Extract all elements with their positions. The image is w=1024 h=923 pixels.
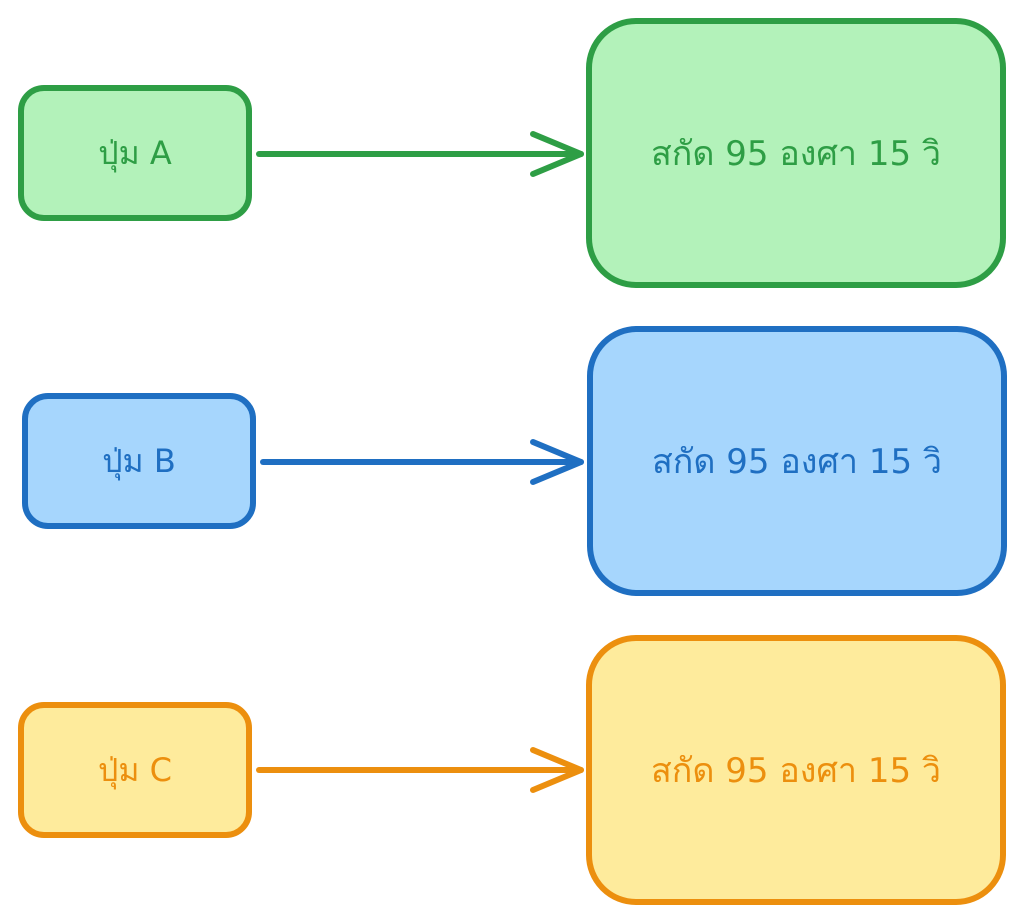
button-node-c: ปุ่ม C — [18, 702, 252, 838]
result-node-c: สกัด 95 องศา 15 วิ — [586, 635, 1006, 905]
result-node-a: สกัด 95 องศา 15 วิ — [586, 18, 1006, 288]
button-node-label: ปุ่ม B — [102, 441, 176, 480]
arrow-right-icon — [260, 439, 584, 485]
arrow-right-icon — [256, 131, 584, 177]
arrow-right-icon — [256, 747, 584, 793]
button-node-label: ปุ่ม C — [98, 750, 172, 789]
result-node-label: สกัด 95 องศา 15 วิ — [651, 134, 941, 174]
result-node-label: สกัด 95 องศา 15 วิ — [651, 751, 941, 791]
button-node-a: ปุ่ม A — [18, 85, 252, 221]
button-node-b: ปุ่ม B — [22, 393, 256, 529]
result-node-b: สกัด 95 องศา 15 วิ — [587, 326, 1007, 596]
button-node-label: ปุ่ม A — [98, 133, 172, 172]
result-node-label: สกัด 95 องศา 15 วิ — [652, 442, 942, 482]
